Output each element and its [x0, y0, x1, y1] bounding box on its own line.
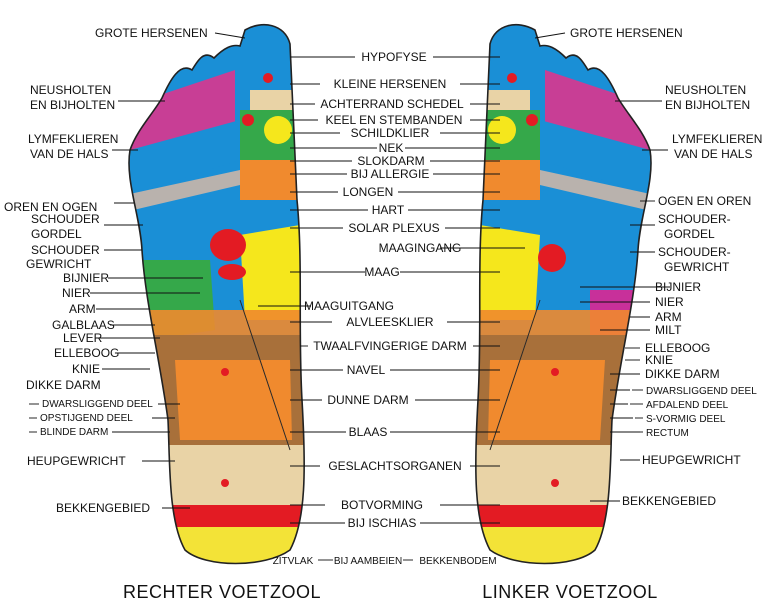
label-ogen-en-oren: OGEN EN OREN: [658, 194, 751, 208]
label-blaas: BLAAS: [349, 425, 388, 439]
label-afdalend-deel: AFDALEND DEEL: [646, 400, 729, 411]
label-longen: LONGEN: [343, 185, 394, 199]
label-neusholten-r-line1: NEUSHOLTEN: [665, 83, 746, 97]
title-left-foot: LINKER VOETZOOL: [482, 582, 658, 602]
label-schouder-left: SCHOUDER: [31, 212, 100, 226]
label-arm-left: ARM: [69, 302, 96, 316]
label-schouder-gewricht-r-2: GEWRICHT: [664, 260, 730, 274]
label-neusholten-line1: NEUSHOLTEN: [30, 83, 111, 97]
label-s-vormig-deel: S-VORMIG DEEL: [646, 414, 726, 425]
label-bij-aambeien: BIJ AAMBEIEN: [334, 556, 402, 567]
label-bij-ischias: BIJ ISCHIAS: [348, 516, 417, 530]
label-schouder-gewricht-left-2: GEWRICHT: [26, 257, 92, 271]
label-schouder-gordel-r-1: SCHOUDER-: [658, 212, 731, 226]
leader-lines: [90, 32, 670, 561]
label-bekkengebied-left: BEKKENGEBIED: [56, 501, 150, 515]
label-bij-allergie: BIJ ALLERGIE: [351, 167, 430, 181]
label-achterrand-schedel: ACHTERRAND SCHEDEL: [320, 97, 464, 111]
label-elleboog-right: ELLEBOOG: [645, 341, 710, 355]
label-zitvlak: ZITVLAK: [273, 556, 314, 567]
label-dunne-darm: DUNNE DARM: [327, 393, 408, 407]
label-grote-hersenen-left-foot: GROTE HERSENEN: [570, 26, 683, 40]
label-nier-left: NIER: [62, 286, 91, 300]
label-lymfeklieren-line2: VAN DE HALS: [30, 147, 108, 161]
label-knie-left: KNIE: [72, 362, 100, 376]
label-nier-right: NIER: [655, 295, 684, 309]
right-foot-labels: GROTE HERSENEN NEUSHOLTEN EN BIJHOLTEN L…: [4, 26, 208, 515]
label-kleine-hersenen: KLEINE HERSENEN: [334, 77, 447, 91]
label-bijnier-right: BIJNIER: [655, 280, 701, 294]
left-foot-labels: GROTE HERSENEN NEUSHOLTEN EN BIJHOLTEN L…: [570, 26, 762, 508]
label-navel: NAVEL: [347, 363, 386, 377]
label-botvorming: BOTVORMING: [341, 498, 423, 512]
label-twaalfvingerige-darm: TWAALFVINGERIGE DARM: [313, 339, 467, 353]
label-dikke-darm-left: DIKKE DARM: [26, 378, 101, 392]
label-elleboog-left: ELLEBOOG: [54, 346, 119, 360]
label-bekkenbodem: BEKKENBODEM: [419, 556, 496, 567]
label-schouder-gordel-r-2: GORDEL: [664, 227, 715, 241]
label-knie-right: KNIE: [645, 353, 673, 367]
label-schouder-gewricht-left-1: SCHOUDER: [31, 243, 100, 257]
label-arm-right: ARM: [655, 310, 682, 324]
label-keel-en-stembanden: KEEL EN STEMBANDEN: [326, 113, 463, 127]
label-heupgewricht-left: HEUPGEWRICHT: [27, 454, 126, 468]
label-maaguitgang: MAAGUITGANG: [304, 299, 394, 313]
label-bijnier-left: BIJNIER: [63, 271, 109, 285]
label-dwarsliggend-deel-left: DWARSLIGGEND DEEL: [42, 399, 153, 410]
label-slokdarm: SLOKDARM: [357, 154, 424, 168]
left-foot-sole: [474, 23, 652, 565]
label-milt: MILT: [655, 323, 682, 337]
label-dwarsliggend-deel-right: DWARSLIGGEND DEEL: [646, 386, 757, 397]
label-neusholten-line2: EN BIJHOLTEN: [30, 98, 115, 112]
label-lymfeklieren-line1: LYMFEKLIEREN: [28, 132, 118, 146]
label-lymfeklieren-r-line2: VAN DE HALS: [674, 147, 752, 161]
label-hart: HART: [372, 203, 405, 217]
label-oren-en-ogen: OREN EN OGEN: [4, 200, 97, 214]
label-galblaas: GALBLAAS: [52, 318, 115, 332]
label-gordel-left: GORDEL: [31, 227, 82, 241]
label-neusholten-r-line2: EN BIJHOLTEN: [665, 98, 750, 112]
center-labels: HYPOFYSE KLEINE HERSENEN ACHTERRAND SCHE…: [273, 50, 497, 567]
label-lever: LEVER: [63, 331, 103, 345]
label-nek: NEK: [379, 141, 404, 155]
label-maag: MAAG: [364, 265, 399, 279]
label-rectum: RECTUM: [646, 428, 689, 439]
label-bekkengebied-right: BEKKENGEBIED: [622, 494, 716, 508]
label-schildklier: SCHILDKLIER: [351, 126, 430, 140]
label-blinde-darm: BLINDE DARM: [40, 427, 108, 438]
label-schouder-gewricht-r-1: SCHOUDER-: [658, 245, 731, 259]
label-maagingang: MAAGINGANG: [379, 241, 462, 255]
label-dikke-darm-right: DIKKE DARM: [645, 367, 720, 381]
label-hypofyse: HYPOFYSE: [361, 50, 426, 64]
label-grote-hersenen-right-foot: GROTE HERSENEN: [95, 26, 208, 40]
label-heupgewricht-right: HEUPGEWRICHT: [642, 453, 741, 467]
label-alvleesklier: ALVLEESKLIER: [346, 315, 433, 329]
label-solar-plexus: SOLAR PLEXUS: [348, 221, 439, 235]
label-opstijgend-deel: OPSTIJGEND DEEL: [40, 413, 133, 424]
title-right-foot: RECHTER VOETZOOL: [123, 582, 321, 602]
label-geslachtsorganen: GESLACHTSORGANEN: [328, 459, 461, 473]
label-lymfeklieren-r-line1: LYMFEKLIEREN: [672, 132, 762, 146]
